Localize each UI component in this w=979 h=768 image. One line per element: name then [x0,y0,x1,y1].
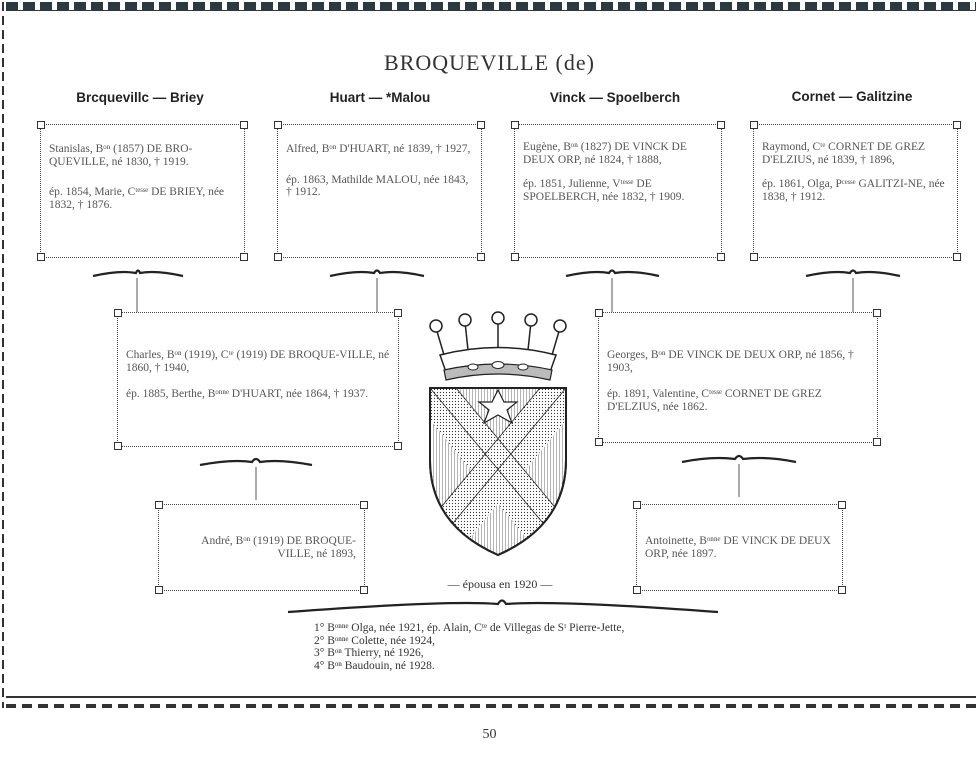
entry-text: Eugène, Bᵒⁿ (1827) DE VINCK DE DEUX ORP,… [523,141,687,166]
couple-heading-4: Cornet — Galitzine [791,89,913,104]
entry-text: ép. 1891, Valentine, Cᵗᵉˢˢᵉ CORNET DE GR… [607,388,822,413]
married-caption: — épousa en 1920 — [447,577,553,591]
coronet-icon [429,311,567,381]
genealogy-box-4: Raymond, Cᵗᵉ CORNET DE GREZ D'ELZIUS, né… [750,121,961,261]
bottom-border [6,696,976,712]
page-title: BROQUEVILLE (de) [384,50,595,75]
left-border [2,2,4,708]
entry-text: ép. 1861, Olga, Pᶜᵉˢˢᵉ GALITZI-NE, née 1… [762,178,945,203]
brace-1 [92,269,184,278]
genealogy-box-2: Alfred, Bᵒⁿ D'HUART, né 1839, † 1927, ép… [274,121,485,261]
entry-text: Charles, Bᵒⁿ (1919), Cᵗᵉ (1919) DE BROQU… [126,349,390,374]
list-item: 3° Bᵒⁿ Thierry, né 1926, [314,647,424,659]
entry-text: Alfred, Bᵒⁿ D'HUART, né 1839, † 1927, [286,143,471,155]
entry-text: ép. 1885, Berthe, Bᵒⁿⁿᵉ D'HUART, née 186… [126,388,369,400]
star-icon [477,388,519,425]
entry-text: ép. 1863, Mathilde MALOU, née 1843, † 19… [286,173,469,199]
genealogy-box-1: Stanislas, Bᵒⁿ (1857) DE BRO-QUEVILLE, n… [37,121,248,261]
brace-2 [329,269,425,278]
coat-of-arms-icon [429,311,567,557]
brace-5 [199,457,313,467]
list-item: 2° Bᵒⁿⁿᵉ Colette, née 1924, [314,634,435,647]
entry-text: Stanislas, Bᵒⁿ (1857) DE BRO-QUEVILLE, n… [49,143,193,168]
brace-7 [287,599,719,614]
genealogy-box-8: Antoinette, Bᵒⁿⁿᵉ DE VINCK DE DEUX ORP, … [633,501,846,594]
couple-heading-1: Brcquevillc — Briey [76,90,204,105]
entry-text: Georges, Bᵒⁿ DE VINCK DE DEUX ORP, né 18… [607,349,854,374]
entry-text: ép. 1851, Julienne, Vᵗᵉˢˢᵉ DE SPOELBERCH… [523,178,685,203]
list-item: 1° Bᵒⁿⁿᵉ Olga, née 1921, ép. Alain, Cᵗᵉ … [314,622,625,634]
genealogy-box-3: Eugène, Bᵒⁿ (1827) DE VINCK DE DEUX ORP,… [511,121,725,261]
genealogy-box-7: André, Bᵒⁿ (1919) DE BROQUE-VILLE, né 18… [155,501,368,594]
entry-text: André, Bᵒⁿ (1919) DE BROQUE-VILLE, né 18… [201,535,356,560]
couple-heading-2: Huart — *Malou [329,90,431,105]
page-number: 50 [482,727,497,742]
brace-4 [805,269,901,278]
list-item: 4° Bᵒⁿ Baudouin, né 1928. [314,659,435,672]
entry-text: Raymond, Cᵗᵉ CORNET DE GREZ D'ELZIUS, né… [762,141,926,166]
couple-heading-3: Vinck — Spoelberch [549,90,681,105]
brace-3 [565,269,660,278]
brace-6 [681,454,797,464]
genealogy-box-6: Georges, Bᵒⁿ DE VINCK DE DEUX ORP, né 18… [595,309,881,446]
children-list: 1° Bᵒⁿⁿᵉ Olga, née 1921, ép. Alain, Cᵗᵉ … [314,622,624,672]
top-border [6,2,976,11]
genealogy-box-5: Charles, Bᵒⁿ (1919), Cᵗᵉ (1919) DE BROQU… [114,309,402,450]
entry-text: Antoinette, Bᵒⁿⁿᵉ DE VINCK DE DEUX ORP, … [645,535,831,560]
entry-text: ép. 1854, Marie, Cᵗᵉˢˢᵉ DE BRIEY, née 18… [49,186,225,211]
